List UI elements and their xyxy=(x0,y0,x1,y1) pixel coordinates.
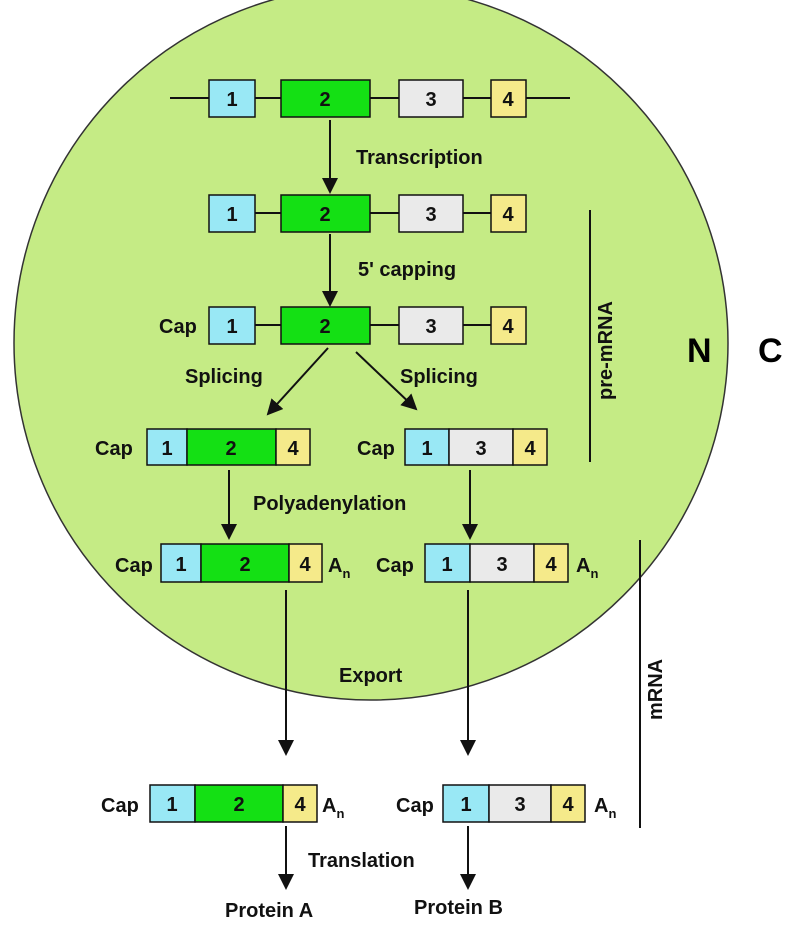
exon-4-label: 4 xyxy=(502,204,514,226)
cap-label: Cap xyxy=(376,555,414,577)
cap-label: Cap xyxy=(357,438,395,460)
exon-4: 4 xyxy=(550,784,586,823)
exon-4: 4 xyxy=(282,784,318,823)
exon-4: 4 xyxy=(490,194,527,233)
exon-3: 3 xyxy=(469,543,535,583)
cytoplasm-label: C xyxy=(758,332,783,370)
polya-tail: An xyxy=(322,795,344,821)
cap-label: Cap xyxy=(95,438,133,460)
exon-1: 1 xyxy=(149,784,196,823)
splicing-label-right: Splicing xyxy=(400,366,478,388)
capping-label: 5' capping xyxy=(358,259,456,281)
exon-1: 1 xyxy=(404,428,450,466)
exon-4-label: 4 xyxy=(502,316,514,338)
exon-1: 1 xyxy=(160,543,202,583)
exon-1: 1 xyxy=(208,79,256,118)
exon-1: 1 xyxy=(146,428,188,466)
exon-1-label: 1 xyxy=(226,316,237,338)
exon-2: 2 xyxy=(280,194,371,233)
capped-transcript: Cap 1 2 3 4 xyxy=(159,306,527,345)
exon-2: 2 xyxy=(200,543,290,583)
polya-tail: An xyxy=(576,555,598,581)
exon-4-label: 4 xyxy=(299,554,311,576)
cap-label: Cap xyxy=(396,795,434,817)
exon-2-label: 2 xyxy=(225,438,236,460)
polya-tail: An xyxy=(594,795,616,821)
exon-1-label: 1 xyxy=(441,554,452,576)
cytoplasmic-mrna-b: Cap 1 3 4 An xyxy=(396,784,616,823)
exon-4: 4 xyxy=(490,79,527,118)
pre-mrna-label: pre-mRNA xyxy=(595,301,617,400)
mature-mrna-b: Cap 1 3 4 An xyxy=(376,543,598,583)
protein-a-label: Protein A xyxy=(225,900,313,922)
gene-dna: 1 2 3 4 xyxy=(170,79,570,118)
cytoplasmic-mrna-a: Cap 1 2 4 An xyxy=(101,784,344,823)
exon-2-label: 2 xyxy=(319,89,330,111)
exon-4-label: 4 xyxy=(545,554,557,576)
spliced-mrna-b: Cap 1 3 4 xyxy=(357,428,548,466)
exon-4: 4 xyxy=(533,543,569,583)
exon-2-label: 2 xyxy=(319,316,330,338)
exon-1: 1 xyxy=(442,784,490,823)
splicing-arrow-left xyxy=(266,347,329,416)
transcription-label: Transcription xyxy=(356,147,483,169)
exon-1: 1 xyxy=(208,194,256,233)
exon-1: 1 xyxy=(424,543,471,583)
exon-1: 1 xyxy=(208,306,256,345)
primary-transcript: 1 2 3 4 xyxy=(208,194,527,233)
cap-label: Cap xyxy=(101,795,139,817)
exon-4: 4 xyxy=(288,543,323,583)
exon-2: 2 xyxy=(186,428,277,466)
exon-2-label: 2 xyxy=(233,794,244,816)
exon-1-label: 1 xyxy=(166,794,177,816)
exon-4-label: 4 xyxy=(524,438,536,460)
exon-1-label: 1 xyxy=(421,438,432,460)
exon-4-label: 4 xyxy=(294,794,306,816)
protein-b-label: Protein B xyxy=(414,897,503,919)
exon-3-label: 3 xyxy=(496,554,507,576)
exon-2: 2 xyxy=(280,306,371,345)
exon-3-label: 3 xyxy=(425,89,436,111)
exon-2-label: 2 xyxy=(319,204,330,226)
exon-1-label: 1 xyxy=(161,438,172,460)
exon-4-label: 4 xyxy=(562,794,574,816)
spliced-mrna-a: Cap 1 2 4 xyxy=(95,428,311,466)
exon-3-label: 3 xyxy=(425,204,436,226)
nucleus-circle xyxy=(13,0,729,701)
splicing-arrow-right xyxy=(355,351,418,411)
exon-3: 3 xyxy=(488,784,552,823)
exon-3: 3 xyxy=(398,194,464,233)
exon-4-label: 4 xyxy=(287,438,299,460)
exon-3-label: 3 xyxy=(475,438,486,460)
exon-2: 2 xyxy=(194,784,284,823)
cap-label: Cap xyxy=(115,555,153,577)
exon-2-label: 2 xyxy=(239,554,250,576)
exon-4: 4 xyxy=(512,428,548,466)
mrna-label: mRNA xyxy=(645,659,667,720)
exon-4: 4 xyxy=(490,306,527,345)
exon-3: 3 xyxy=(398,306,464,345)
export-label: Export xyxy=(339,665,403,687)
polyadenylation-label: Polyadenylation xyxy=(253,493,406,515)
exon-4: 4 xyxy=(275,428,311,466)
polya-tail: An xyxy=(328,555,350,581)
exon-2: 2 xyxy=(280,79,371,118)
exon-3-label: 3 xyxy=(514,794,525,816)
cap-label: Cap xyxy=(159,316,197,338)
exon-3: 3 xyxy=(398,79,464,118)
exon-1-label: 1 xyxy=(226,204,237,226)
exon-1-label: 1 xyxy=(460,794,471,816)
mature-mrna-a: Cap 1 2 4 An xyxy=(115,543,350,583)
translation-label: Translation xyxy=(308,850,415,872)
exon-4-label: 4 xyxy=(502,89,514,111)
exon-1-label: 1 xyxy=(226,89,237,111)
nucleus-label: N xyxy=(687,332,712,370)
exon-3: 3 xyxy=(448,428,514,466)
exon-1-label: 1 xyxy=(175,554,186,576)
splicing-label-left: Splicing xyxy=(185,366,263,388)
exon-3-label: 3 xyxy=(425,316,436,338)
